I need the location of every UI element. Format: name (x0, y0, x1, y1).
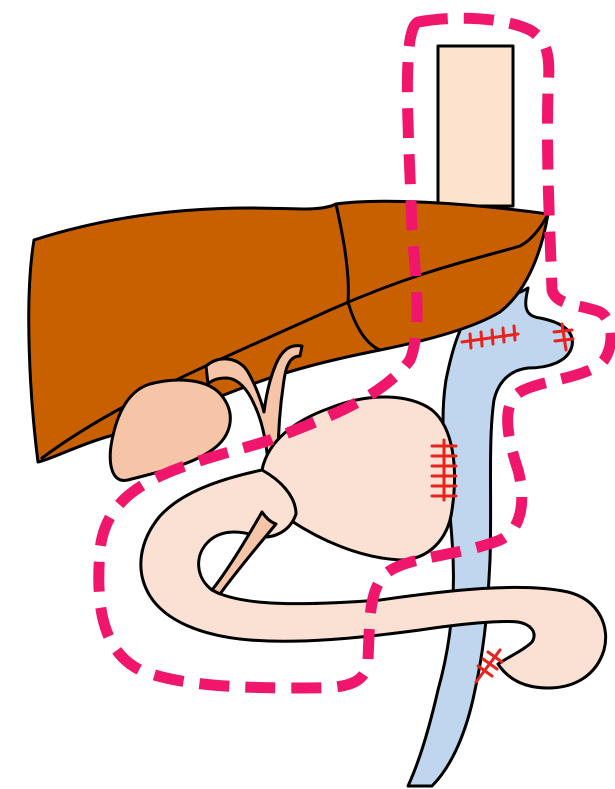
stomach-remnant (261, 397, 454, 560)
esophagus (438, 46, 513, 206)
